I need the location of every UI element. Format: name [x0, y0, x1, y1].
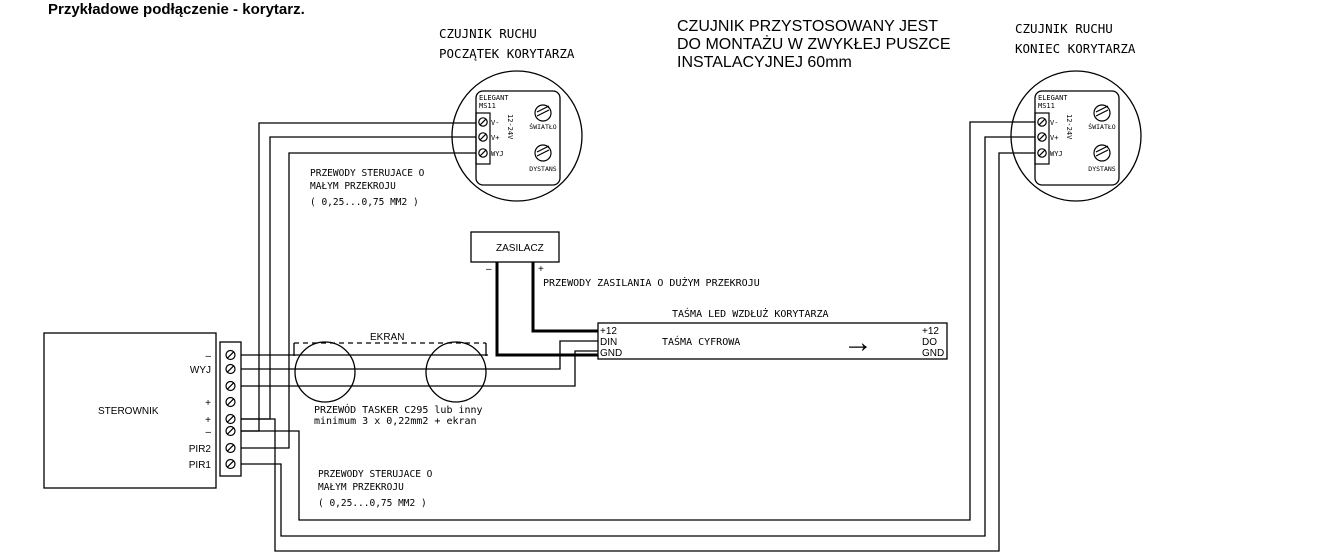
control-wires-top-line: ( 0,25...0,75 MM2 )	[310, 197, 419, 208]
power-wire-plus	[531, 262, 598, 333]
sensor-terminal-label: V+	[1050, 134, 1058, 142]
light-knob-icon	[534, 104, 552, 122]
cable-label-line: minimum 3 x 0,22mm2 + ekran	[314, 416, 477, 427]
sensor-start-heading-line: POCZĄTEK KORYTARZA	[439, 46, 575, 61]
control-wires-bottom-line: ( 0,25...0,75 MM2 )	[318, 498, 427, 509]
power-supply-box	[470, 231, 560, 263]
control-wires-top-line: PRZEWODY STERUJACE O	[310, 168, 425, 179]
mounting-note-line: INSTALACYJNEJ 60mm	[677, 54, 852, 71]
distance-knob-icon	[534, 144, 552, 162]
sensor-knob-label: ŚWIATŁO	[529, 122, 556, 131]
control-wires-bottom-line: MAŁYM PRZEKROJU	[318, 482, 404, 493]
sensor-terminal-block	[475, 112, 491, 165]
power-supply-plus: +	[538, 264, 544, 275]
wire-controller-to-end-sensor-vminus	[241, 121, 1038, 521]
sensor-knob-label: DYSTANS	[529, 165, 556, 173]
direction-arrow-icon: →	[843, 326, 873, 359]
terminal-screw-icon	[478, 117, 488, 127]
mounting-note: CZUJNIK PRZYSTOSOWANY JEST DO MONTAŻU W …	[677, 18, 950, 72]
power-wire-minus	[495, 262, 598, 357]
led-strip-name: TAŚMA CYFROWA	[662, 335, 740, 348]
wire-controller-to-end-sensor-vplus	[241, 136, 1038, 537]
led-in-terminal: GND	[600, 348, 622, 359]
led-in-terminal: DIN	[600, 337, 617, 348]
sensor-voltage: 12-24V	[506, 114, 514, 140]
terminal-screw-icon	[225, 458, 236, 470]
cable-jacket	[294, 341, 356, 403]
power-wires-label: PRZEWODY ZASILANIA O DUŻYM PRZEKROJU	[543, 276, 760, 289]
distance-knob-icon	[1093, 144, 1111, 162]
terminal-screw-icon	[478, 132, 488, 142]
controller-terminal-label: –	[205, 427, 211, 438]
mounting-note-line: DO MONTAŻU W ZWYKŁEJ PUSZCE	[677, 36, 951, 53]
sensor-knob-label: ŚWIATŁO	[1088, 122, 1115, 131]
sensor-terminal-label: V-	[491, 119, 499, 127]
sensor-end-heading-line: CZUJNIK RUCHU	[1015, 21, 1113, 36]
terminal-screw-icon	[1037, 117, 1047, 127]
controller-box	[43, 332, 217, 489]
controller-label: STEROWNIK	[98, 406, 159, 417]
controller-terminal-label: –	[205, 351, 211, 362]
wire-controller-to-start-sensor-out	[241, 152, 478, 449]
control-wires-top-line: MAŁYM PRZEKROJU	[310, 181, 396, 192]
cable-jacket	[425, 341, 487, 403]
terminal-screw-icon	[225, 363, 236, 375]
led-out-terminal: +12	[922, 326, 939, 337]
power-supply-label: ZASILACZ	[496, 243, 544, 254]
cable-label-line: PRZEWÓD TASKER C295 lub inny	[314, 403, 483, 416]
led-out-terminal: GND	[922, 348, 944, 359]
mounting-note-line: CZUJNIK PRZYSTOSOWANY JEST	[677, 18, 939, 35]
terminal-screw-icon	[478, 148, 488, 158]
controller-terminal-label: PIR1	[189, 460, 212, 471]
wire-controller-to-end-sensor-out	[241, 152, 1038, 552]
wire-controller-gnd2	[241, 350, 598, 387]
sensor-outline	[1010, 70, 1142, 202]
sensor-outline	[451, 70, 583, 202]
controller-terminal-strip	[219, 341, 242, 477]
terminal-screw-icon	[1037, 148, 1047, 158]
controller-terminal-label: PIR2	[189, 444, 212, 455]
sensor-model-line: MS11	[479, 102, 496, 110]
terminal-screw-icon	[225, 380, 236, 392]
controller-terminal-label: +	[205, 415, 211, 426]
sensor-terminal-label: WYJ	[1050, 150, 1063, 158]
terminal-screw-icon	[225, 349, 236, 361]
sensor-terminal-label: WYJ	[491, 150, 504, 158]
terminal-screw-icon	[225, 413, 236, 425]
light-knob-icon	[1093, 104, 1111, 122]
sensor-terminal-label: V-	[1050, 119, 1058, 127]
wire-controller-to-start-sensor-vplus	[241, 136, 478, 420]
control-wires-bottom-line: PRZEWODY STERUJACE O	[318, 469, 433, 480]
led-strip-heading: TAŚMA LED WZDŁUŻ KORYTARZA	[672, 307, 829, 320]
sensor-model-line: MS11	[1038, 102, 1055, 110]
terminal-screw-icon	[1037, 132, 1047, 142]
led-out-terminal: DO	[922, 337, 937, 348]
sensor-model-line: ELEGANT	[479, 94, 509, 102]
power-supply-minus: –	[486, 264, 492, 275]
sensor-start-heading-line: CZUJNIK RUCHU	[439, 26, 537, 41]
screen-label: EKRAN	[370, 332, 404, 343]
led-in-terminal: +12	[600, 326, 617, 337]
led-strip: TAŚMA LED WZDŁUŻ KORYTARZA +12 DIN GND T…	[597, 307, 948, 360]
page-title: Przykładowe podłączenie - korytarz.	[48, 1, 305, 18]
power-supply: ZASILACZ – +	[470, 231, 560, 275]
terminal-screw-icon	[225, 442, 236, 454]
terminal-screw-icon	[225, 396, 236, 408]
terminal-screw-icon	[225, 425, 236, 437]
led-strip-box	[597, 322, 948, 360]
sensor-end-heading-line: KONIEC KORYTARZA	[1015, 41, 1136, 56]
controller-terminal-label: WYJ	[190, 365, 211, 376]
controller-terminal-label: +	[205, 398, 211, 409]
sensor-voltage: 12-24V	[1065, 114, 1073, 140]
sensor-model-line: ELEGANT	[1038, 94, 1068, 102]
sensor-knob-label: DYSTANS	[1088, 165, 1115, 173]
sensor-terminal-label: V+	[491, 134, 499, 142]
sensor-terminal-block	[1034, 112, 1050, 165]
